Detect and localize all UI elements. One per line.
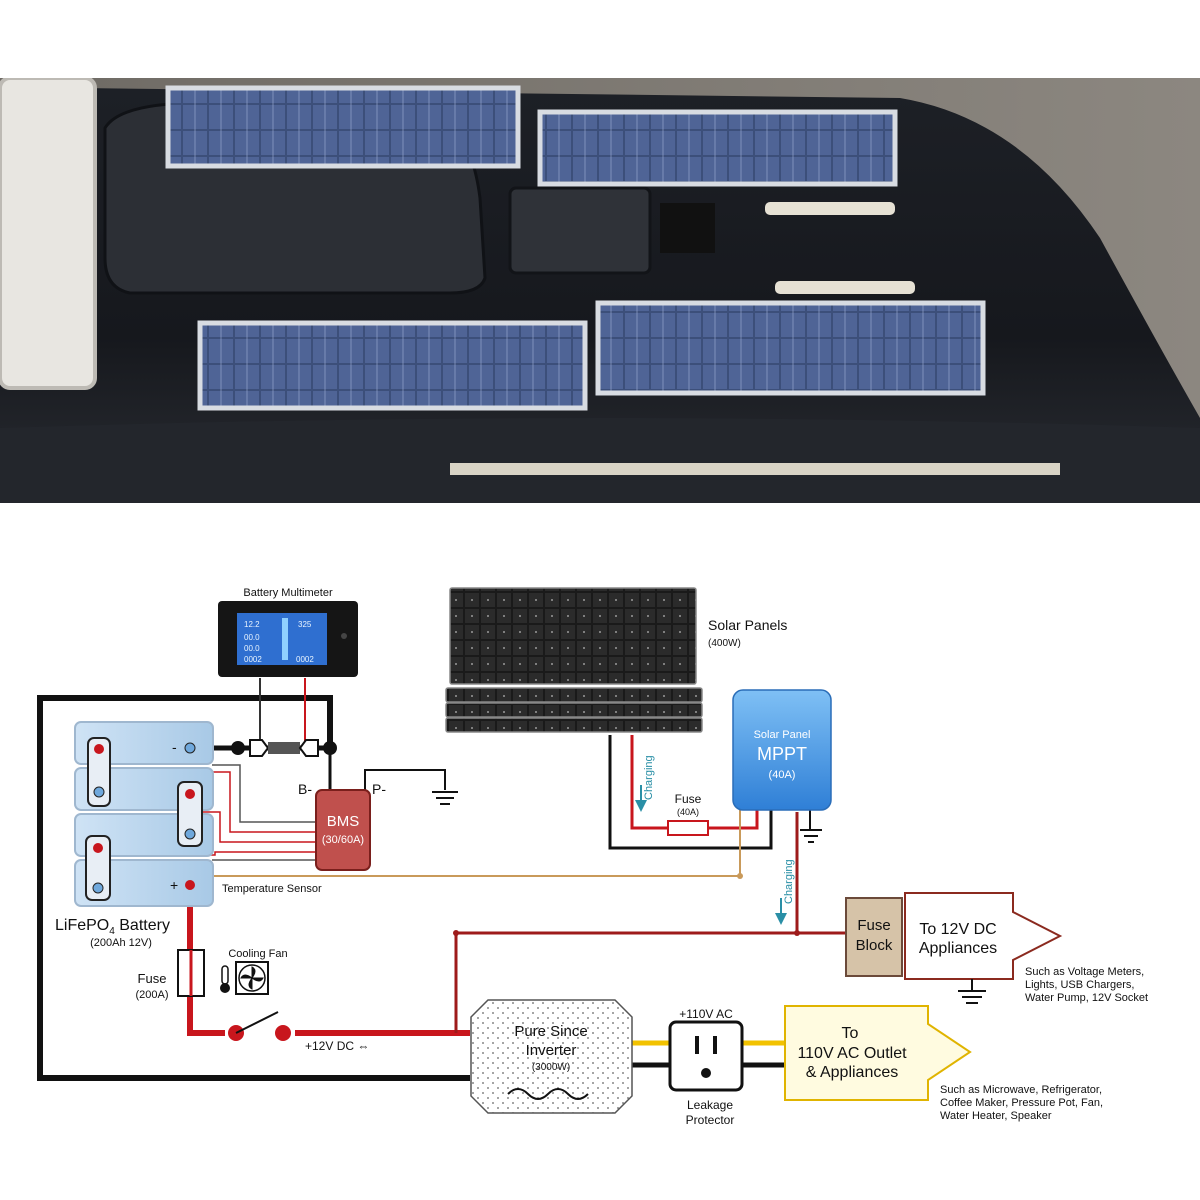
roof-rack bbox=[0, 78, 97, 390]
multimeter-reading-power: 00.0 bbox=[244, 644, 260, 653]
ac-appliances-line3: & Appliances bbox=[806, 1064, 899, 1081]
dc-line-label: +12V DC ⇔ bbox=[305, 1039, 369, 1053]
solar-positive-wire-2 bbox=[708, 810, 759, 830]
dc-appliances-line1: To 12V DC bbox=[919, 921, 996, 938]
solar-positive-wire-1 bbox=[630, 735, 668, 830]
roof-light-2 bbox=[775, 281, 915, 294]
dc-note-line3: Water Pump, 12V Socket bbox=[1025, 992, 1148, 1004]
roof-rail bbox=[450, 463, 1060, 475]
multimeter-reading-capacity: 325 bbox=[298, 620, 312, 629]
fuse-block-line1: Fuse bbox=[857, 917, 890, 934]
roof-light-1 bbox=[765, 202, 895, 215]
inverter-line1: Pure Since bbox=[514, 1023, 587, 1040]
van-side bbox=[0, 418, 1200, 503]
bms-ground-wire bbox=[364, 769, 446, 795]
roof-solar-panel-4 bbox=[595, 300, 986, 396]
ac-note-line3: Water Heater, Speaker bbox=[940, 1110, 1052, 1122]
solar-panel-stack bbox=[445, 587, 703, 733]
dc-appliances-line2: Appliances bbox=[919, 940, 997, 957]
inverter-box bbox=[470, 999, 633, 1114]
battery-label: LiFePO4 Battery bbox=[55, 917, 170, 937]
positive-wire-2 bbox=[187, 995, 470, 1036]
roof-solar-panel-3 bbox=[197, 320, 588, 411]
mppt-label-line2: MPPT bbox=[757, 744, 807, 764]
cable-gland bbox=[660, 203, 715, 253]
bms-rating: (30/60A) bbox=[322, 834, 364, 846]
charging-label-2: Charging bbox=[783, 859, 795, 904]
fuse-200a-sub: (200A) bbox=[135, 989, 168, 1001]
battery-sub-label: (200Ah 12V) bbox=[90, 937, 152, 949]
ac-note-line1: Such as Microwave, Refrigerator, bbox=[940, 1084, 1102, 1096]
ac-appliances-arrow bbox=[784, 1005, 972, 1101]
solar-panels-sub: (400W) bbox=[708, 638, 741, 649]
negative-main-wire bbox=[37, 695, 470, 1081]
fuse-40a bbox=[667, 820, 709, 836]
solar-negative-wire bbox=[608, 735, 773, 850]
mppt-label-line1: Solar Panel bbox=[754, 729, 811, 741]
mppt-controller bbox=[732, 689, 832, 811]
multimeter-reading-energy: 0002 bbox=[244, 655, 262, 664]
fuse-block bbox=[845, 897, 903, 977]
inverter-line2: Inverter bbox=[526, 1042, 577, 1059]
inverter-line3: (3000W) bbox=[532, 1062, 570, 1073]
roof-solar-panel-1 bbox=[165, 85, 521, 169]
multimeter-reading-voltage: 12.2 bbox=[244, 620, 260, 629]
ac-appliances-line2: 110V AC Outlet bbox=[797, 1045, 907, 1062]
battery-plus-label: + bbox=[170, 877, 178, 893]
solar-panels-label: Solar Panels bbox=[708, 617, 787, 633]
bms-box bbox=[315, 789, 371, 871]
cooling-fan-label: Cooling Fan bbox=[228, 948, 287, 960]
fan-icon bbox=[235, 961, 269, 995]
dc-note-line1: Such as Voltage Meters, bbox=[1025, 966, 1144, 978]
roof-solar-panel-2 bbox=[537, 109, 898, 187]
charging-label-1: Charging bbox=[643, 755, 655, 800]
leakage-line2: Protector bbox=[686, 1113, 735, 1127]
multimeter-reading-time: 0002 bbox=[296, 655, 314, 664]
ac-appliances-line1: To bbox=[842, 1025, 859, 1042]
fuse-40a-sub: (40A) bbox=[677, 807, 699, 817]
multimeter-reading-current: 00.0 bbox=[244, 633, 260, 642]
shunt bbox=[231, 739, 337, 757]
dc-appliances-arrow bbox=[904, 892, 1063, 980]
main-switch bbox=[225, 1011, 295, 1041]
multimeter-label: Battery Multimeter bbox=[243, 587, 333, 599]
bms-label: BMS bbox=[327, 813, 360, 830]
fuse-40a-label: Fuse bbox=[675, 792, 702, 806]
dc-note-line2: Lights, USB Chargers, bbox=[1025, 979, 1134, 991]
battery-minus-label: - bbox=[172, 739, 177, 755]
sine-wave-icon bbox=[507, 1088, 589, 1100]
thermometer-icon bbox=[220, 965, 230, 993]
lifepo4-battery bbox=[74, 721, 214, 907]
ac-label: +110V AC bbox=[679, 1007, 733, 1021]
battery-multimeter: 12.2 325 00.0 00.0 0002 0002 bbox=[218, 601, 358, 677]
fuse-200a-label: Fuse bbox=[138, 971, 167, 986]
leakage-line1: Leakage bbox=[687, 1098, 733, 1112]
van-roof-solar-photo bbox=[0, 78, 1200, 503]
ac-note-line2: Coffee Maker, Pressure Pot, Fan, bbox=[940, 1097, 1103, 1109]
bms-b-minus-label: B- bbox=[298, 781, 312, 797]
temp-sensor-wire bbox=[205, 810, 741, 877]
fuse-block-line2: Block bbox=[856, 937, 893, 954]
mppt-label-line3: (40A) bbox=[769, 769, 796, 781]
outlet-icon bbox=[668, 1020, 744, 1092]
bms-p-minus-label: P- bbox=[372, 781, 386, 797]
roof-vent bbox=[508, 186, 652, 275]
temp-sensor-label: Temperature Sensor bbox=[222, 883, 322, 895]
